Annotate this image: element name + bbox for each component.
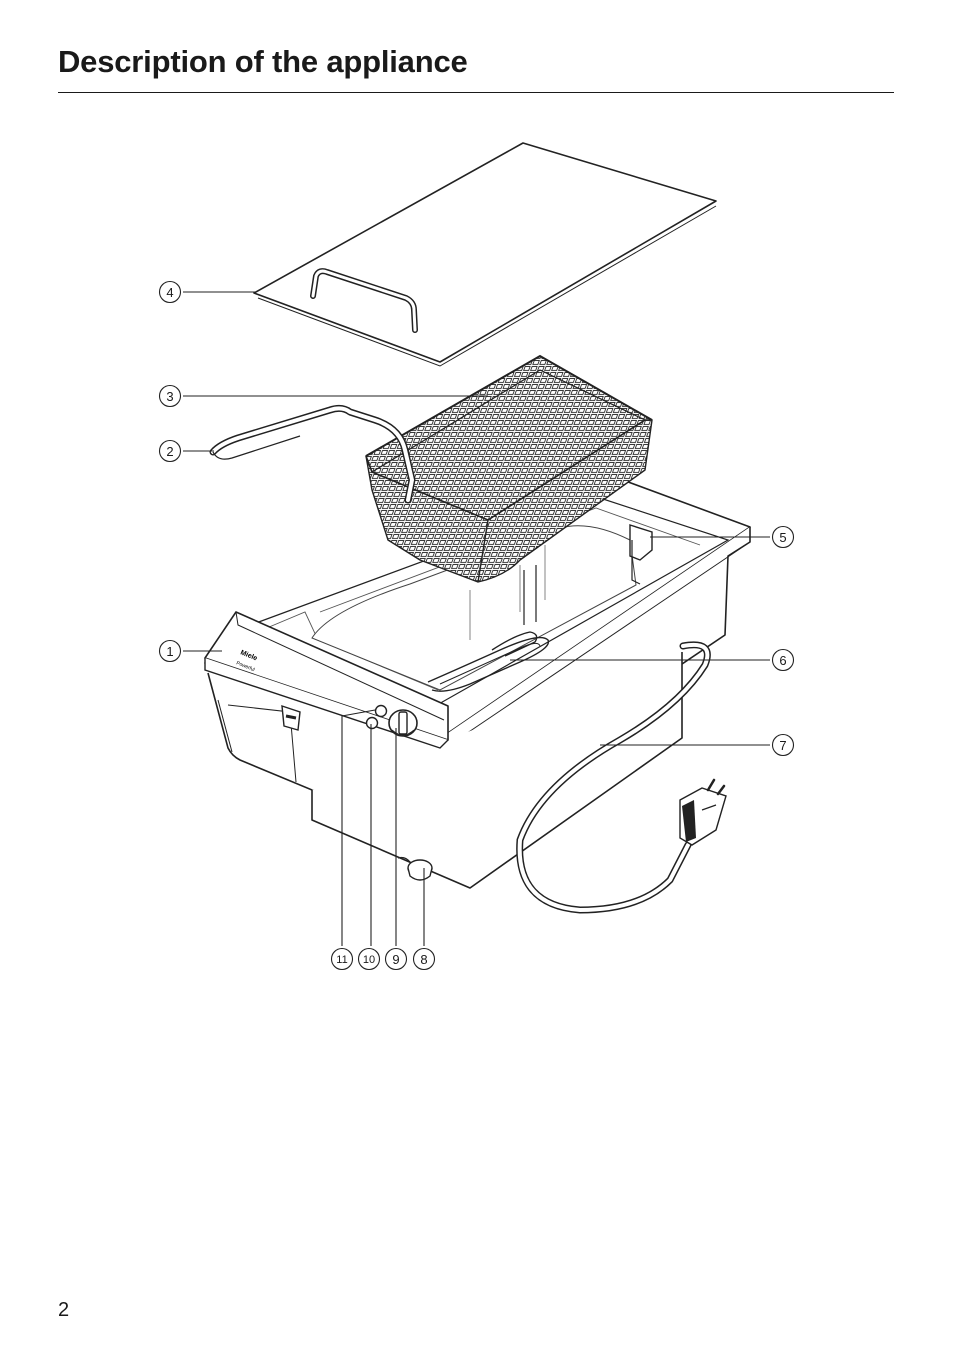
callout-11: 11 [330, 947, 354, 971]
page-number: 2 [58, 1299, 70, 1321]
callout-7-label: 7 [779, 738, 786, 753]
callout-1-label: 1 [166, 644, 173, 659]
callout-7: 7 [771, 733, 795, 757]
basket-holder [629, 524, 653, 585]
temperature-selector-knob [388, 709, 418, 737]
control-panel [204, 611, 449, 749]
frying-basket [365, 354, 653, 583]
callout-1: 1 [158, 639, 182, 663]
power-plug [679, 778, 727, 846]
callout-11-label: 11 [336, 954, 347, 966]
power-cord [516, 641, 711, 914]
callout-4: 4 [158, 280, 182, 304]
title-rule [58, 92, 894, 93]
callout-8-label: 8 [420, 952, 427, 967]
callout-10: 10 [357, 947, 381, 971]
callout-3-label: 3 [166, 389, 173, 404]
indicator-light-upper [374, 704, 388, 718]
callout-5-label: 5 [779, 530, 786, 545]
page-title: Description of the appliance [58, 44, 468, 79]
indicator-light-lower [365, 716, 379, 730]
callout-2: 2 [158, 439, 182, 463]
callout-9-label: 9 [392, 952, 399, 967]
callout-8: 8 [412, 947, 436, 971]
callout-2-label: 2 [166, 444, 173, 459]
adjustable-foot [397, 856, 433, 881]
basket-handle [209, 404, 416, 504]
heating-element [427, 565, 550, 692]
lid [253, 142, 717, 367]
callout-5: 5 [771, 525, 795, 549]
lid-handle [310, 268, 418, 333]
callout-4-label: 4 [166, 285, 173, 300]
callout-10-label: 10 [363, 954, 375, 966]
callout-3: 3 [158, 384, 182, 408]
callout-6: 6 [771, 648, 795, 672]
callout-9: 9 [384, 947, 408, 971]
callout-6-label: 6 [779, 653, 786, 668]
leader-lines [183, 291, 770, 946]
